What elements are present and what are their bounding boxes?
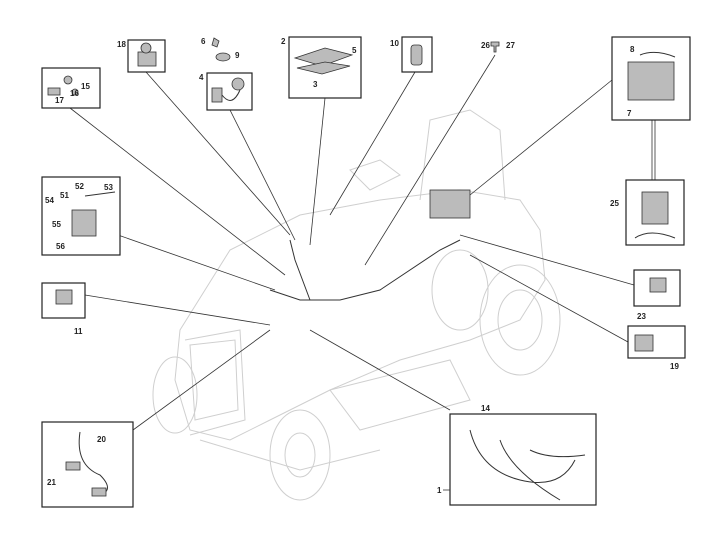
screw-icon (490, 41, 500, 53)
callout-9: 9 (235, 51, 240, 60)
callout-box-11: 11 (41, 282, 86, 336)
callout-box-15-17: 15 16 17 (41, 67, 101, 109)
callout-16: 16 (70, 89, 79, 98)
callout-11: 11 (74, 327, 83, 336)
callout-20: 20 (97, 435, 106, 444)
callout-box-2: 2 5 3 (281, 36, 362, 99)
callout-51: 51 (60, 191, 69, 200)
callout-6: 6 (201, 37, 206, 46)
callout-box-4: 4 6 9 (199, 37, 253, 111)
callout-53: 53 (104, 183, 113, 192)
callout-box-battery: 8 7 (611, 36, 691, 121)
callout-15: 15 (81, 82, 90, 91)
callout-27: 27 (506, 41, 515, 50)
callout-4: 4 (199, 73, 204, 82)
harness-branch (289, 239, 311, 301)
callout-19: 19 (670, 362, 679, 371)
callout-55: 55 (52, 220, 61, 229)
callout-box-solenoid: 52 53 51 54 55 56 (41, 176, 121, 256)
callout-26: 26 (481, 41, 490, 50)
leader-lines (69, 54, 656, 431)
callout-23: 23 (637, 312, 646, 321)
mower-outline (152, 109, 561, 501)
callout-10: 10 (390, 39, 399, 48)
callout-8: 8 (630, 45, 635, 54)
callout-21: 21 (47, 478, 56, 487)
main-harness-route (269, 239, 461, 301)
callout-2: 2 (281, 37, 286, 46)
callout-1: 1 (437, 486, 442, 495)
callout-box-harness: 14 1 (437, 404, 597, 506)
callout-18: 18 (117, 40, 126, 49)
battery-installed (429, 189, 471, 219)
callout-5: 5 (352, 46, 357, 55)
callout-54: 54 (45, 196, 54, 205)
callout-box-18: 18 (117, 39, 166, 73)
callout-26-27: 26 27 (481, 41, 515, 53)
callout-25: 25 (610, 199, 619, 208)
callout-14: 14 (481, 404, 490, 413)
callout-box-10: 10 (390, 36, 433, 73)
callout-56: 56 (56, 242, 65, 251)
callout-box-23: 23 (633, 269, 681, 321)
callout-52: 52 (75, 182, 84, 191)
callout-box-20-21: 20 21 (41, 421, 134, 508)
callout-3: 3 (313, 80, 318, 89)
callout-box-19: 19 (627, 325, 686, 371)
callout-box-charger: 25 (610, 179, 685, 246)
callout-17: 17 (55, 96, 64, 105)
callout-7: 7 (627, 109, 632, 118)
